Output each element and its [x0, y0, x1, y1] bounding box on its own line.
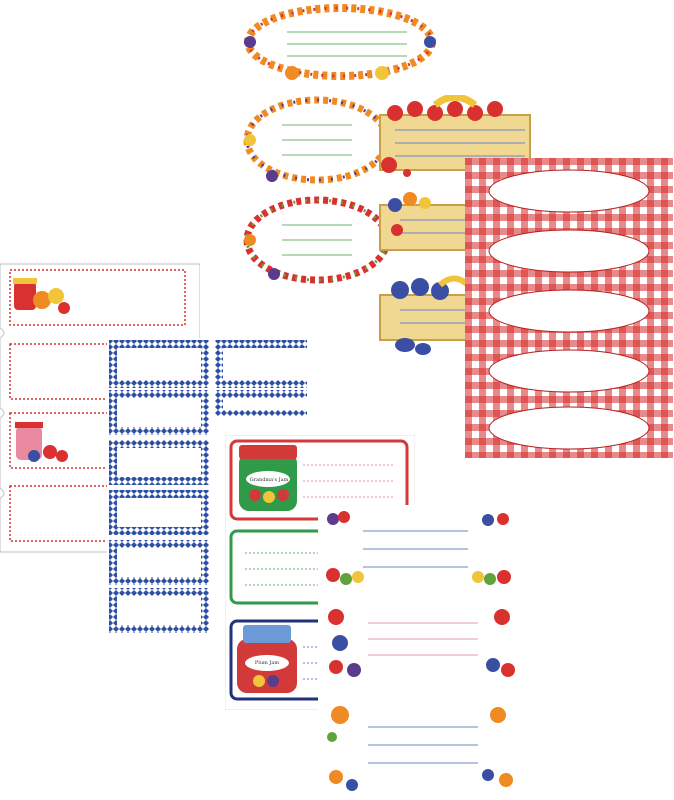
blue-pattern-labels: [107, 338, 307, 633]
jam-jar-icon: [15, 422, 68, 462]
label-1: [326, 511, 511, 585]
fruit-cluster-sheet: [318, 505, 523, 800]
wreath-2: [243, 96, 391, 184]
gingham-sheet: [465, 158, 673, 458]
fruit-cluster-icon: [318, 505, 523, 800]
jam-jar-icon: [239, 445, 297, 511]
jam-jar-icon: [13, 278, 70, 314]
crate-2: [379, 192, 476, 251]
gingham-pattern: [465, 158, 673, 458]
label-2: [328, 609, 515, 677]
wreath-3: [243, 196, 391, 284]
label-3: [327, 706, 513, 791]
jar-script-bottom: Plum Jam: [254, 660, 280, 666]
blue-pattern-sheet: [107, 338, 307, 633]
crate-3: [379, 275, 476, 355]
fruit-wreath-sheet: [232, 0, 436, 285]
jam-jar-icon: [237, 625, 297, 693]
jar-script-top: Grandma's Jam: [249, 477, 289, 483]
wreath-1: [244, 4, 436, 80]
